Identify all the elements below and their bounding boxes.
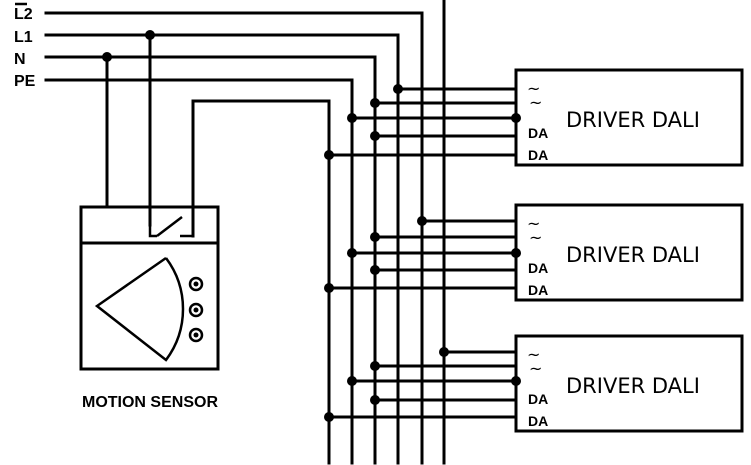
junction-dot (393, 84, 403, 94)
indicator-dot-icon (193, 281, 199, 287)
driver-terminal-l: ~ (529, 359, 542, 378)
junction-dot (347, 113, 357, 123)
sensor-lens-icon (94, 256, 185, 362)
junction-dot (102, 52, 112, 62)
junction-dot (417, 216, 427, 226)
line-label-l2: L2 (14, 6, 33, 23)
junction-dot (370, 361, 380, 371)
junction-dot (145, 30, 155, 40)
switch-contact (156, 216, 183, 237)
driver-terminal-l: ~ (529, 93, 542, 112)
driver-terminal-da: DA (528, 391, 548, 407)
driver-label: DRIVER DALI (566, 243, 700, 267)
driver-terminal-l: ~ (527, 79, 540, 98)
junction-dot (511, 248, 521, 258)
indicator-dot-icon (188, 302, 204, 318)
junction-dot (511, 113, 521, 123)
driver-terminal-l: ~ (527, 214, 540, 233)
line-label-n: N (14, 51, 26, 68)
dali-driver: DRIVER DALI ~ ~ DA DA (324, 68, 744, 167)
driver-terminal-da: DA (528, 147, 548, 163)
sensor-housing (79, 205, 220, 371)
line-label-pe: PE (14, 73, 36, 90)
dali-driver: DRIVER DALI ~ ~ DA DA (324, 334, 744, 433)
junction-dot (439, 347, 449, 357)
indicator-dot-icon (188, 276, 204, 292)
wire-dali-bus (191, 99, 331, 465)
driver-terminal-l: ~ (527, 345, 540, 364)
driver-terminal-da: DA (528, 260, 548, 276)
indicator-dot-icon (193, 307, 199, 313)
junction-dot (324, 150, 334, 160)
junction-dot (324, 412, 334, 422)
driver-terminal-l: ~ (529, 228, 542, 247)
indicator-dot-icon (188, 327, 204, 343)
driver-label: DRIVER DALI (566, 374, 700, 398)
junction-dot (370, 395, 380, 405)
wire-l2 (44, 11, 424, 465)
dali-driver: DRIVER DALI ~ ~ DA DA (324, 203, 744, 302)
wire-l1 (44, 33, 400, 465)
sensor-label: MOTION SENSOR (82, 394, 218, 411)
wire-n (44, 55, 377, 465)
driver-terminal-da: DA (528, 125, 548, 141)
junction-dot (370, 265, 380, 275)
switch-input-lead (148, 225, 157, 238)
line-label-l1: L1 (14, 29, 33, 46)
junction-dot (511, 376, 521, 386)
junction-dot (347, 376, 357, 386)
driver-terminal-da: DA (528, 413, 548, 429)
junction-dot (370, 98, 380, 108)
motion-sensor (79, 205, 220, 371)
junction-dot (347, 248, 357, 258)
driver-label: DRIVER DALI (566, 108, 700, 132)
junction-dot (370, 232, 380, 242)
wire-pe (44, 78, 354, 465)
junction-dot (370, 131, 380, 141)
driver-terminal-da: DA (528, 282, 548, 298)
junction-dot (324, 283, 334, 293)
indicator-dot-icon (193, 332, 199, 338)
